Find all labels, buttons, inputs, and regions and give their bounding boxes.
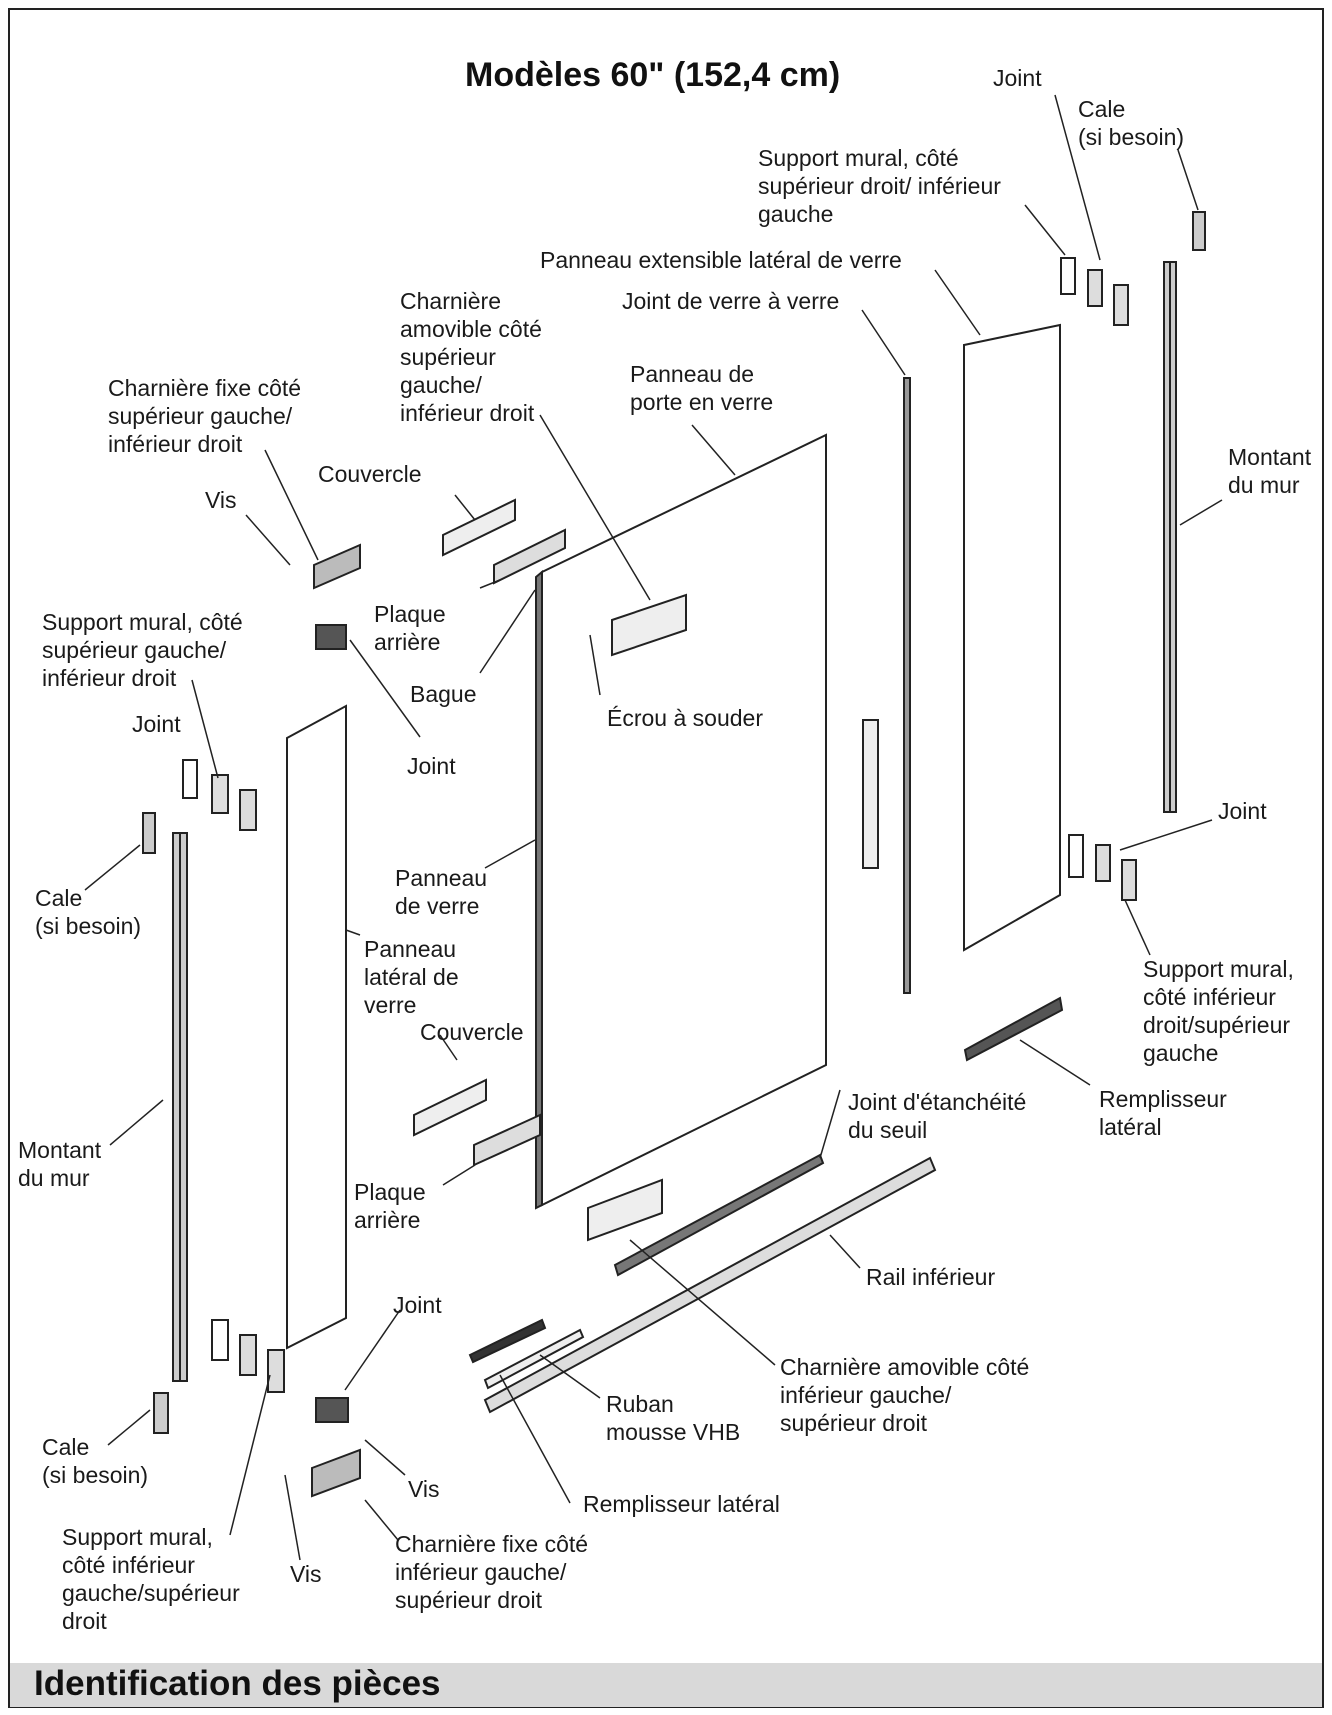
cover-top: [442, 498, 516, 557]
label-back-plate: Plaque arrière: [354, 1179, 426, 1233]
label-side-filler: Remplisseur latéral: [1099, 1086, 1227, 1140]
label-wall-bracket: Support mural, côté supérieur droit/ inf…: [758, 145, 1001, 227]
label-wall-bracket: Support mural, côté supérieur gauche/ in…: [42, 609, 243, 691]
label-fixed-hinge: Charnière fixe côté inférieur gauche/ su…: [395, 1531, 589, 1613]
label-vhb-tape: Ruban mousse VHB: [606, 1391, 741, 1445]
label-joint: Joint: [1218, 798, 1267, 824]
label-side-panel: Panneau latéral de verre: [364, 936, 459, 1018]
cover-bottom: [413, 1078, 487, 1137]
label-back-plate: Plaque arrière: [374, 601, 446, 655]
label-shim: Cale (si besoin): [42, 1434, 149, 1488]
hinge-seal-bottom: [315, 1397, 349, 1423]
label-screw: Vis: [290, 1561, 322, 1587]
left-side-glass-panel: [286, 704, 347, 1350]
threshold-seal: [613, 1153, 825, 1277]
label-wall-bracket: Support mural, côté inférieur droit/supé…: [1143, 956, 1294, 1066]
label-bushing: Bague: [410, 681, 477, 707]
side-filler-right: [963, 996, 1064, 1062]
door-handle: [862, 719, 879, 869]
removable-hinge-bottom: [587, 1178, 663, 1242]
side-filler-bottom: [483, 1328, 585, 1390]
footer-title: Identification des pièces: [34, 1664, 441, 1703]
door-glass-panel: [541, 433, 827, 1207]
label-glass-seal: Joint de verre à verre: [622, 288, 840, 314]
top-fixed-hinge: [313, 543, 361, 590]
diagram-frame: [8, 8, 1324, 1708]
label-cover: Couvercle: [420, 1019, 524, 1045]
label-screw: Vis: [205, 487, 237, 513]
vhb-foam-tape: [468, 1318, 547, 1364]
label-side-filler: Remplisseur latéral: [583, 1491, 780, 1517]
glass-to-glass-seal: [903, 377, 911, 994]
section-footer: Identification des pièces: [10, 1663, 1322, 1707]
diagram-title: Modèles 60" (152,4 cm): [465, 56, 841, 94]
label-shim: Cale (si besoin): [35, 885, 142, 939]
bottom-rail: [483, 1156, 937, 1414]
label-removable-hinge: Charnière amovible côté supérieur gauche…: [400, 288, 542, 426]
label-joint: Joint: [407, 753, 456, 779]
label-wall-bracket: Support mural, côté inférieur gauche/sup…: [62, 1524, 240, 1634]
label-shim: Cale (si besoin): [1078, 96, 1185, 150]
label-weld-nut: Écrou à souder: [607, 705, 763, 731]
hinge-seal-top: [315, 624, 347, 650]
label-fixed-hinge: Charnière fixe côté supérieur gauche/ in…: [108, 375, 302, 457]
label-wall-jamb: Montant du mur: [1228, 444, 1312, 498]
label-screw: Vis: [408, 1476, 440, 1502]
extensible-side-glass-panel: [963, 323, 1061, 952]
label-joint: Joint: [393, 1292, 442, 1318]
label-joint: Joint: [132, 711, 181, 737]
removable-hinge-top: [611, 593, 687, 657]
label-removable-hinge: Charnière amovible côté inférieur gauche…: [780, 1354, 1030, 1436]
label-threshold-seal: Joint d'étanchéité du seuil: [848, 1089, 1027, 1143]
back-plate-bottom: [473, 1113, 541, 1167]
label-bottom-rail: Rail inférieur: [866, 1264, 996, 1290]
label-extensible-panel: Panneau extensible latéral de verre: [540, 247, 902, 273]
label-door-panel: Panneau de porte en verre: [630, 361, 774, 415]
label-glass-panel: Panneau de verre: [395, 865, 488, 919]
back-plate-top: [493, 528, 566, 585]
bottom-fixed-hinge: [311, 1448, 361, 1498]
label-joint: Joint: [993, 65, 1042, 91]
label-wall-jamb: Montant du mur: [18, 1137, 102, 1191]
label-cover: Couvercle: [318, 461, 422, 487]
